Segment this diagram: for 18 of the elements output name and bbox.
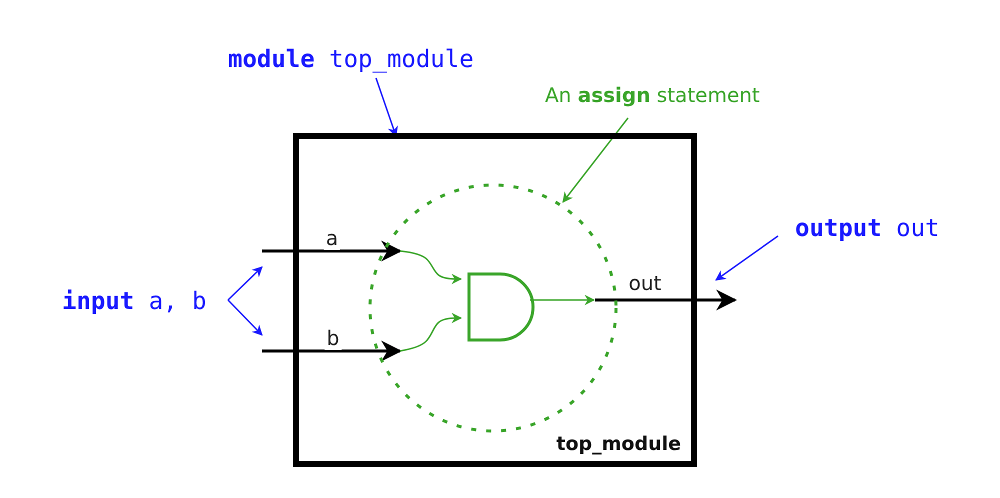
code-label: input a, b bbox=[62, 287, 206, 315]
wire-arrow bbox=[262, 340, 402, 362]
code-label: output out bbox=[795, 214, 940, 242]
and-gate-symbol bbox=[467, 272, 537, 342]
leader-arrow bbox=[562, 118, 629, 203]
leader-arrow bbox=[227, 299, 263, 336]
dashed-circle bbox=[368, 183, 618, 433]
leader-arrow bbox=[227, 266, 263, 301]
wire-arrow bbox=[400, 312, 462, 352]
wire-arrow bbox=[262, 240, 402, 262]
annotation-text: An assign statement bbox=[545, 83, 760, 107]
leader-arrow bbox=[715, 235, 778, 281]
module-box bbox=[293, 133, 697, 467]
wire-arrow bbox=[400, 250, 462, 284]
module-name: top_module bbox=[556, 433, 681, 455]
wire-arrow bbox=[595, 290, 738, 310]
wire-arrow bbox=[530, 294, 596, 306]
code-label: module top_module bbox=[228, 45, 474, 73]
